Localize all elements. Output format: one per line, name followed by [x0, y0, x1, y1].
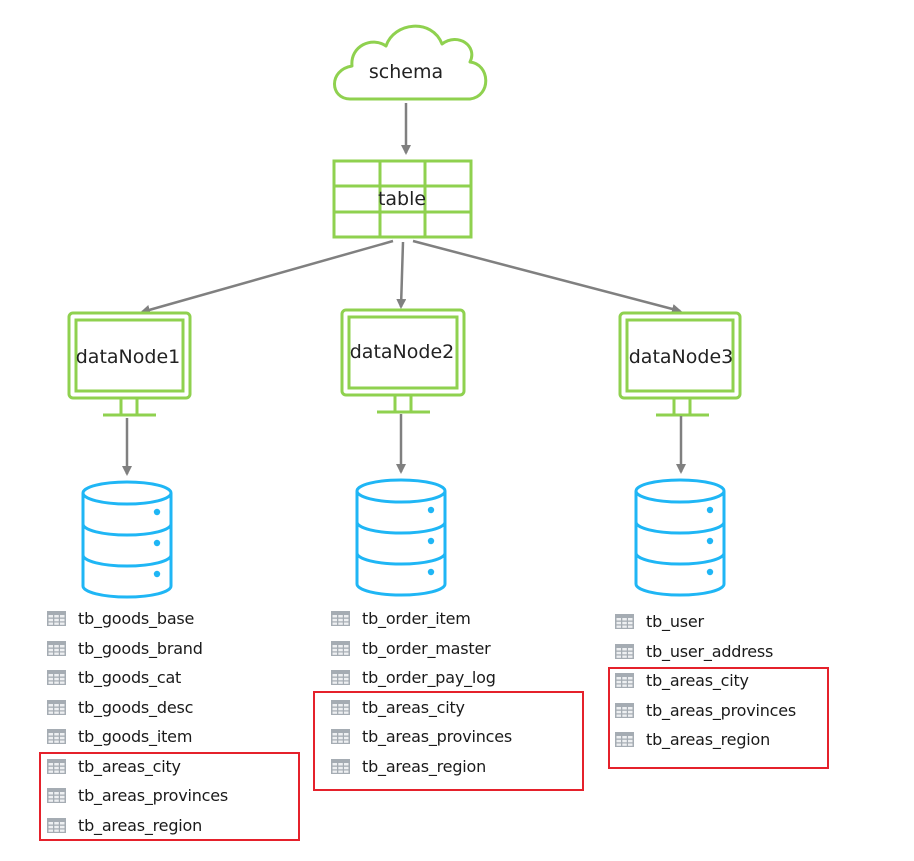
- table-list-item: tb_areas_provinces: [47, 781, 228, 811]
- table-icon: [331, 758, 350, 774]
- table-name: tb_order_master: [362, 638, 491, 658]
- table-node: table: [332, 159, 473, 239]
- table-list-item: tb_user: [615, 607, 796, 637]
- table-list-item: tb_areas_city: [615, 666, 796, 696]
- table-list-item: tb_goods_cat: [47, 663, 228, 693]
- datanode1: dataNode1: [67, 311, 192, 417]
- arrow-table-to-datanode1: [140, 239, 394, 315]
- table-list-item: tb_user_address: [615, 637, 796, 667]
- table-list-item: tb_areas_provinces: [615, 696, 796, 726]
- table-list-item: tb_areas_provinces: [331, 722, 512, 752]
- table-grid-icon: [332, 159, 473, 239]
- table-list-item: tb_areas_region: [615, 725, 796, 755]
- table-icon: [47, 788, 66, 804]
- cloud-icon: [333, 24, 488, 101]
- table-name: tb_areas_region: [646, 730, 771, 750]
- arrow-table-to-datanode2: [396, 241, 407, 309]
- table-name: tb_areas_region: [78, 815, 203, 835]
- monitor-icon: [618, 311, 742, 417]
- table-name: tb_areas_provinces: [78, 786, 229, 806]
- datanode3: dataNode3: [618, 311, 742, 417]
- datanode3-table-list: tb_user tb_user_address tb_areas_city tb_ar…: [615, 607, 796, 755]
- monitor-icon: [67, 311, 192, 417]
- shared-tables-highlight-datanode3: [608, 667, 829, 769]
- table-name: tb_order_item: [362, 609, 471, 629]
- table-icon: [331, 699, 350, 715]
- database-icon: [81, 480, 173, 599]
- table-icon: [331, 640, 350, 656]
- table-name: tb_goods_desc: [78, 697, 194, 717]
- table-icon: [47, 758, 66, 774]
- table-list-item: tb_goods_item: [47, 722, 228, 752]
- table-list-item: tb_order_pay_log: [331, 663, 512, 693]
- table-label: table: [378, 188, 426, 210]
- table-icon: [47, 611, 66, 627]
- table-name: tb_goods_cat: [78, 668, 182, 688]
- datanode-label: dataNode3: [629, 346, 733, 368]
- schema-node: schema: [333, 24, 488, 101]
- table-icon: [47, 817, 66, 833]
- table-list-item: tb_areas_city: [47, 752, 228, 782]
- table-icon: [47, 729, 66, 745]
- table-list-item: tb_areas_region: [47, 811, 228, 841]
- table-icon: [615, 643, 634, 659]
- datanode2-table-list: tb_order_item tb_order_master tb_order_pay…: [331, 604, 512, 781]
- table-list-item: tb_order_master: [331, 634, 512, 664]
- table-icon: [47, 670, 66, 686]
- table-name: tb_user: [646, 612, 704, 632]
- table-icon: [47, 699, 66, 715]
- table-list-item: tb_order_item: [331, 604, 512, 634]
- table-name: tb_order_pay_log: [362, 668, 496, 688]
- table-name: tb_areas_region: [362, 756, 487, 776]
- table-list-item: tb_areas_city: [331, 693, 512, 723]
- table-list-item: tb_goods_desc: [47, 693, 228, 723]
- table-icon: [615, 614, 634, 630]
- table-name: tb_areas_city: [646, 671, 749, 691]
- table-name: tb_user_address: [646, 641, 774, 661]
- table-icon: [615, 732, 634, 748]
- table-icon: [331, 670, 350, 686]
- database-icon: [634, 478, 726, 597]
- table-name: tb_areas_city: [362, 697, 465, 717]
- table-icon: [615, 673, 634, 689]
- table-name: tb_areas_provinces: [362, 727, 513, 747]
- datanode-label: dataNode2: [350, 341, 454, 363]
- table-icon: [331, 611, 350, 627]
- datanode2: dataNode2: [340, 308, 466, 414]
- table-list-item: tb_goods_base: [47, 604, 228, 634]
- datanode-label: dataNode1: [76, 346, 180, 368]
- table-name: tb_areas_provinces: [646, 700, 797, 720]
- table-name: tb_areas_city: [78, 756, 181, 776]
- schema-label: schema: [369, 61, 443, 83]
- table-icon: [47, 640, 66, 656]
- table-name: tb_goods_base: [78, 609, 195, 629]
- arrow-table-to-datanode3: [412, 239, 682, 314]
- table-list-item: tb_areas_region: [331, 752, 512, 782]
- shared-tables-highlight-datanode1: [39, 752, 300, 841]
- monitor-icon: [340, 308, 466, 414]
- table-icon: [331, 729, 350, 745]
- table-name: tb_goods_brand: [78, 638, 203, 658]
- table-name: tb_goods_item: [78, 727, 193, 747]
- table-icon: [615, 702, 634, 718]
- table-list-item: tb_goods_brand: [47, 634, 228, 664]
- shared-tables-highlight-datanode2: [313, 691, 584, 791]
- database-icon: [355, 478, 447, 597]
